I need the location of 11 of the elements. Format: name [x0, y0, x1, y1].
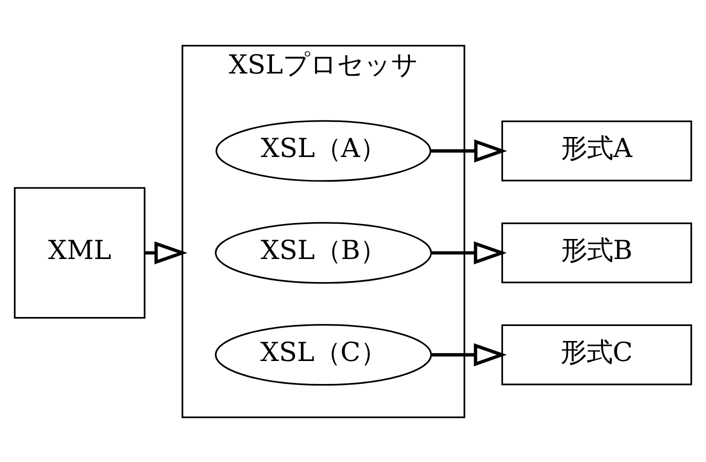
node-ellipse: XSL（B） — [214, 222, 432, 284]
arrow — [431, 138, 508, 162]
node-box: XML — [14, 186, 146, 318]
node-box: 形式A — [501, 120, 692, 181]
node-box: 形式C — [501, 324, 692, 385]
arrow — [432, 342, 507, 366]
arrow — [432, 240, 507, 264]
node-box: 形式B — [501, 222, 692, 283]
arrow — [145, 240, 188, 264]
node-ellipse: XSL（A） — [216, 120, 432, 182]
node-ellipse: XSL（C） — [214, 323, 432, 386]
